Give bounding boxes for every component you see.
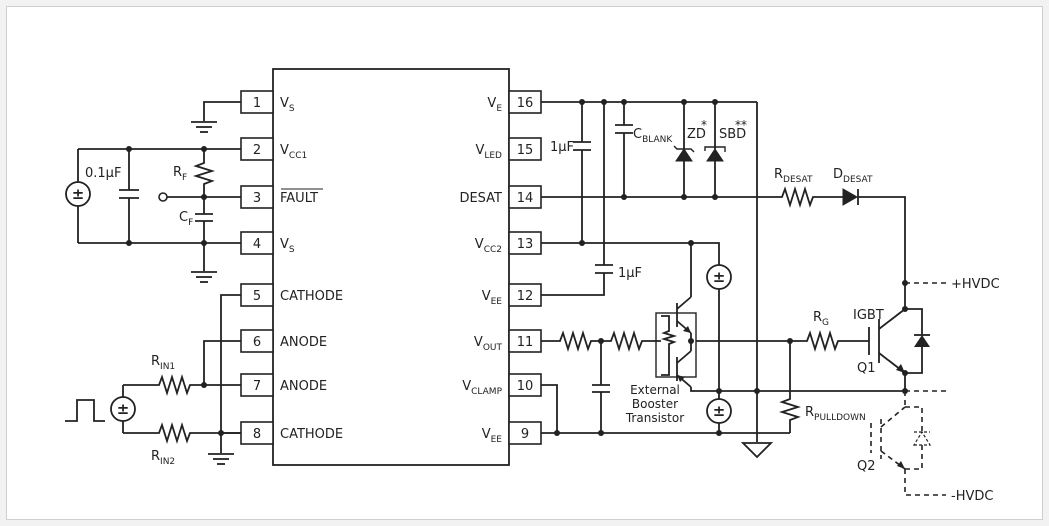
- svg-text:±: ±: [117, 400, 130, 418]
- pin-label-6: ANODE: [280, 335, 327, 350]
- pin-label-1: VS: [280, 96, 295, 114]
- svg-text:±: ±: [72, 185, 85, 203]
- cblank-label: CBLANK: [633, 127, 673, 145]
- rf-label: RF: [173, 165, 187, 183]
- pin-label-11: VOUT: [474, 335, 503, 353]
- svg-text:**: **: [735, 118, 747, 132]
- voltage-source-vee: ±: [706, 398, 732, 424]
- pin-label-13: VCC2: [475, 237, 502, 255]
- pin-number-12: 12: [517, 289, 534, 304]
- ground-symbol-pin4: [191, 271, 217, 283]
- booster-pnp-transistor: [676, 350, 692, 388]
- cap-01uF-label: 0.1µF: [85, 166, 121, 181]
- cap-1uF-b-label: 1µF: [618, 266, 642, 281]
- rg-label: RG: [813, 310, 829, 328]
- pin-label-12: VEE: [482, 289, 503, 307]
- cf-label: CF: [179, 210, 193, 228]
- pin-number-13: 13: [517, 237, 534, 252]
- ground-symbol-pin8: [208, 453, 234, 465]
- igbt-q2-dashed: [870, 406, 932, 470]
- ic-body: [272, 68, 510, 466]
- booster-label-3: Transistor: [625, 411, 684, 425]
- pin-number-10: 10: [517, 379, 534, 394]
- rin2-label: RIN2: [151, 449, 175, 467]
- pin-label-16: VE: [487, 96, 502, 114]
- pin-label-10: VCLAMP: [462, 379, 502, 397]
- q1-label: Q1: [857, 361, 876, 376]
- freewheel-diode-q1: [914, 335, 930, 347]
- desat-diode: [842, 188, 859, 206]
- pin-number-7: 7: [253, 379, 261, 394]
- pin-label-9: VEE: [482, 427, 503, 445]
- pin-label-7: ANODE: [280, 379, 327, 394]
- pin-number-3: 3: [253, 191, 261, 206]
- pin-label-3: FAULT: [280, 191, 318, 206]
- rpulldown-label: RPULLDOWN: [805, 405, 866, 423]
- hvdc-neg-label: -HVDC: [951, 489, 993, 504]
- fault-terminal: [158, 192, 168, 202]
- input-voltage-source: ±: [110, 396, 136, 422]
- ground-symbol-ve: [740, 442, 774, 459]
- booster-npn-transistor: [676, 296, 692, 334]
- rdesat-label: RDESAT: [774, 167, 813, 185]
- booster-label-1: External: [630, 383, 680, 397]
- pin-box-15: [508, 137, 542, 161]
- pin-number-9: 9: [521, 427, 529, 442]
- booster-box: [655, 312, 697, 378]
- rin1-label: RIN1: [151, 354, 175, 372]
- pin-label-5: CATHODE: [280, 289, 343, 304]
- pin-number-11: 11: [517, 335, 534, 350]
- svg-text:*: *: [701, 118, 707, 132]
- zener-diode: [675, 148, 693, 162]
- pin-label-8: CATHODE: [280, 427, 343, 442]
- pin-label-4: VS: [280, 237, 295, 255]
- cap-1uF-a-label: 1µF: [550, 140, 574, 155]
- q2-label: Q2: [857, 459, 876, 474]
- voltage-source-vcc1: ±: [65, 181, 91, 207]
- booster-label-2: Booster: [632, 397, 678, 411]
- pin-number-5: 5: [253, 289, 261, 304]
- hvdc-pos-label: +HVDC: [951, 277, 1000, 292]
- voltage-source-vcc2: ±: [706, 264, 732, 290]
- schottky-diode: [706, 148, 724, 162]
- pin-number-6: 6: [253, 335, 261, 350]
- pin-number-15: 15: [517, 143, 534, 158]
- pin-number-8: 8: [253, 427, 261, 442]
- pin-number-2: 2: [253, 143, 261, 158]
- pin-label-14: DESAT: [459, 191, 502, 206]
- pin-number-16: 16: [517, 96, 534, 111]
- pin-number-4: 4: [253, 237, 261, 252]
- sbd-label: SBD: [719, 127, 746, 142]
- ddesat-label: DDESAT: [833, 167, 873, 185]
- ground-symbol-pin1: [191, 121, 217, 133]
- svg-text:±: ±: [713, 402, 726, 420]
- igbt-label: IGBT: [853, 308, 884, 323]
- pin-label-15: VLED: [475, 143, 502, 161]
- igbt-q1: [868, 308, 906, 374]
- pulse-waveform: [65, 399, 105, 422]
- pin-number-14: 14: [517, 191, 534, 206]
- zd-label: ZD: [687, 127, 706, 142]
- svg-text:±: ±: [713, 268, 726, 286]
- pin-number-1: 1: [253, 96, 261, 111]
- pin-label-2: VCC1: [280, 143, 307, 161]
